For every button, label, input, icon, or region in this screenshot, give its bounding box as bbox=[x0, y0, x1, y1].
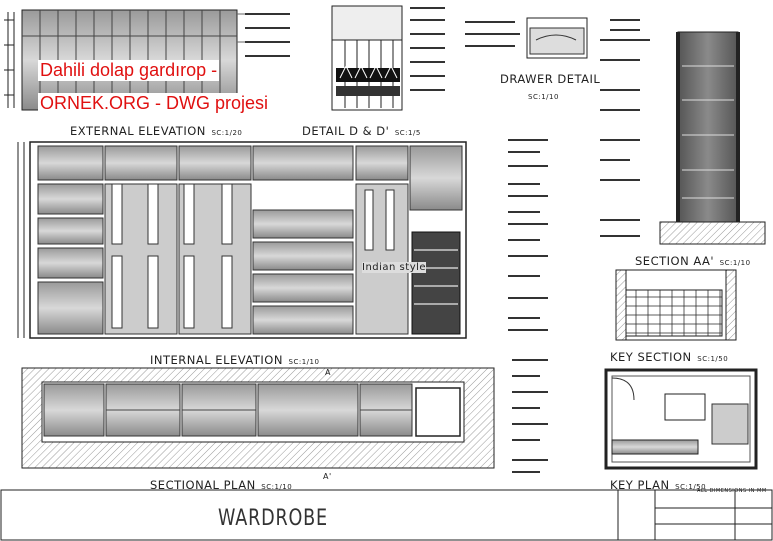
key-section-label: KEY SECTION SC:1/50 bbox=[610, 350, 729, 364]
title-block-frame bbox=[0, 489, 773, 541]
watermark-banner-line2: ORNEK.ORG - DWG projesi bbox=[38, 93, 271, 114]
section-mark-top: A bbox=[325, 368, 331, 377]
indian-style-note: Indian style bbox=[362, 262, 427, 273]
dimensions-note: ALL DIMENSIONS IN MM bbox=[697, 488, 767, 494]
sectional-plan-drawing bbox=[21, 359, 548, 473]
drawer-detail-scale: SC:1/10 bbox=[528, 93, 559, 101]
section-aa-drawing bbox=[600, 31, 766, 245]
drawer-detail-drawing bbox=[465, 17, 640, 59]
internal-elevation-drawing bbox=[17, 139, 548, 339]
internal-elevation-label: INTERNAL ELEVATION SC:1/10 bbox=[150, 353, 320, 367]
detail-d-drawing bbox=[331, 5, 445, 111]
drawing-title: WARDROBE bbox=[218, 506, 328, 531]
external-elevation-label: EXTERNAL ELEVATION SC:1/20 bbox=[70, 124, 243, 138]
section-mark-bottom: A' bbox=[323, 472, 332, 481]
key-plan-label: KEY PLAN SC:1/50 bbox=[610, 478, 707, 492]
watermark-banner-line1: Dahili dolap gardırop - bbox=[38, 60, 220, 81]
key-plan-drawing bbox=[604, 368, 758, 470]
section-aa-label: SECTION AA' SC:1/10 bbox=[635, 254, 751, 268]
sectional-plan-label: SECTIONAL PLAN SC:1/10 bbox=[150, 478, 293, 492]
detail-d-label: DETAIL D & D' SC:1/5 bbox=[302, 124, 421, 138]
drawer-detail-label: DRAWER DETAIL bbox=[500, 72, 601, 86]
key-section-drawing bbox=[615, 269, 737, 341]
